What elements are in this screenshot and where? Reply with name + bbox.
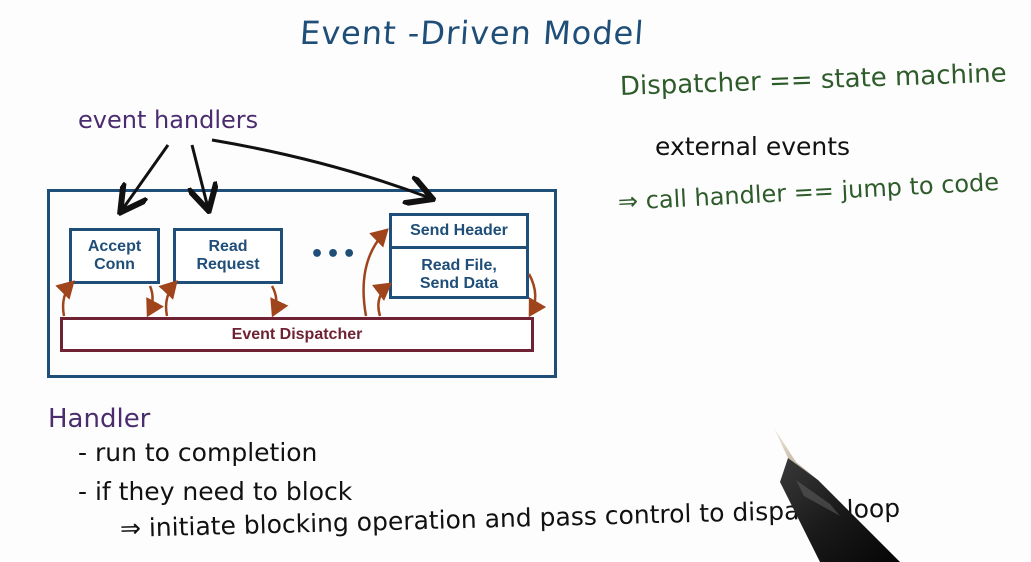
- handler-send-stack: Send Header Read File, Send Data: [389, 213, 529, 299]
- handler-read-request-label: Read Request: [196, 238, 260, 273]
- note-external-events: external events: [655, 132, 851, 161]
- note-dispatcher-state-machine: Dispatcher == state machine: [619, 58, 1008, 102]
- handler-heading: Handler: [48, 404, 151, 434]
- handler-read-request: Read Request: [173, 228, 283, 284]
- handler-accept-conn: Accept Conn: [69, 228, 160, 284]
- more-handlers-ellipsis: •••: [310, 242, 359, 267]
- note-run-to-completion: - run to completion: [78, 438, 318, 467]
- handler-accept-conn-label: Accept Conn: [87, 238, 142, 273]
- event-dispatcher: Event Dispatcher: [60, 317, 534, 352]
- page-title: Event -Driven Model: [298, 14, 646, 52]
- event-handlers-label: event handlers: [78, 106, 259, 134]
- note-need-to-block: - if they need to block: [78, 477, 353, 506]
- pen-icon: [774, 428, 900, 562]
- note-call-handler: ⇒ call handler == jump to code: [617, 168, 1000, 216]
- handler-send-header: Send Header: [392, 216, 526, 249]
- handler-read-file-send-data: Read File, Send Data: [419, 257, 499, 292]
